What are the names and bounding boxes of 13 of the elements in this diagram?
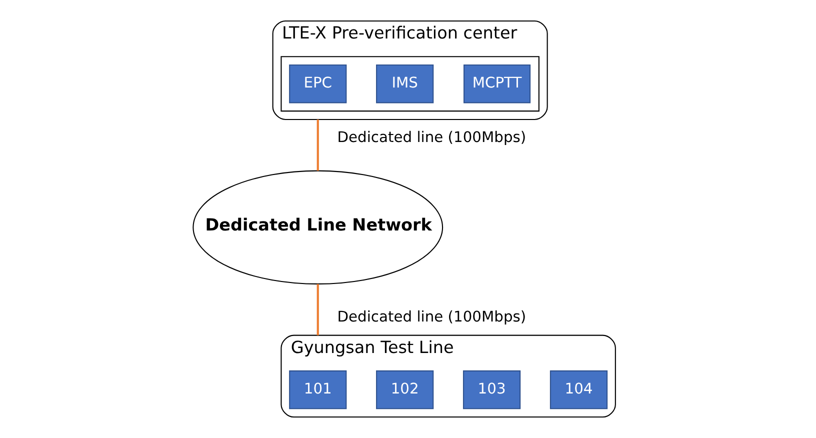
edge-label: Dedicated line (100Mbps) (336, 129, 526, 146)
connector (316, 119, 318, 171)
node-ellipse: Dedicated Line Network (192, 170, 443, 284)
node-box: 102 (376, 370, 434, 410)
node-box: 101 (288, 370, 346, 410)
node-box: 103 (462, 370, 520, 410)
node-box: 104 (549, 370, 608, 410)
node-box: IMS (376, 64, 434, 104)
cluster (280, 56, 539, 112)
node-box: EPC (288, 64, 346, 104)
connector (316, 284, 318, 336)
edge-label: Dedicated line (100Mbps) (336, 308, 526, 326)
node-box: MCPTT (463, 64, 530, 104)
